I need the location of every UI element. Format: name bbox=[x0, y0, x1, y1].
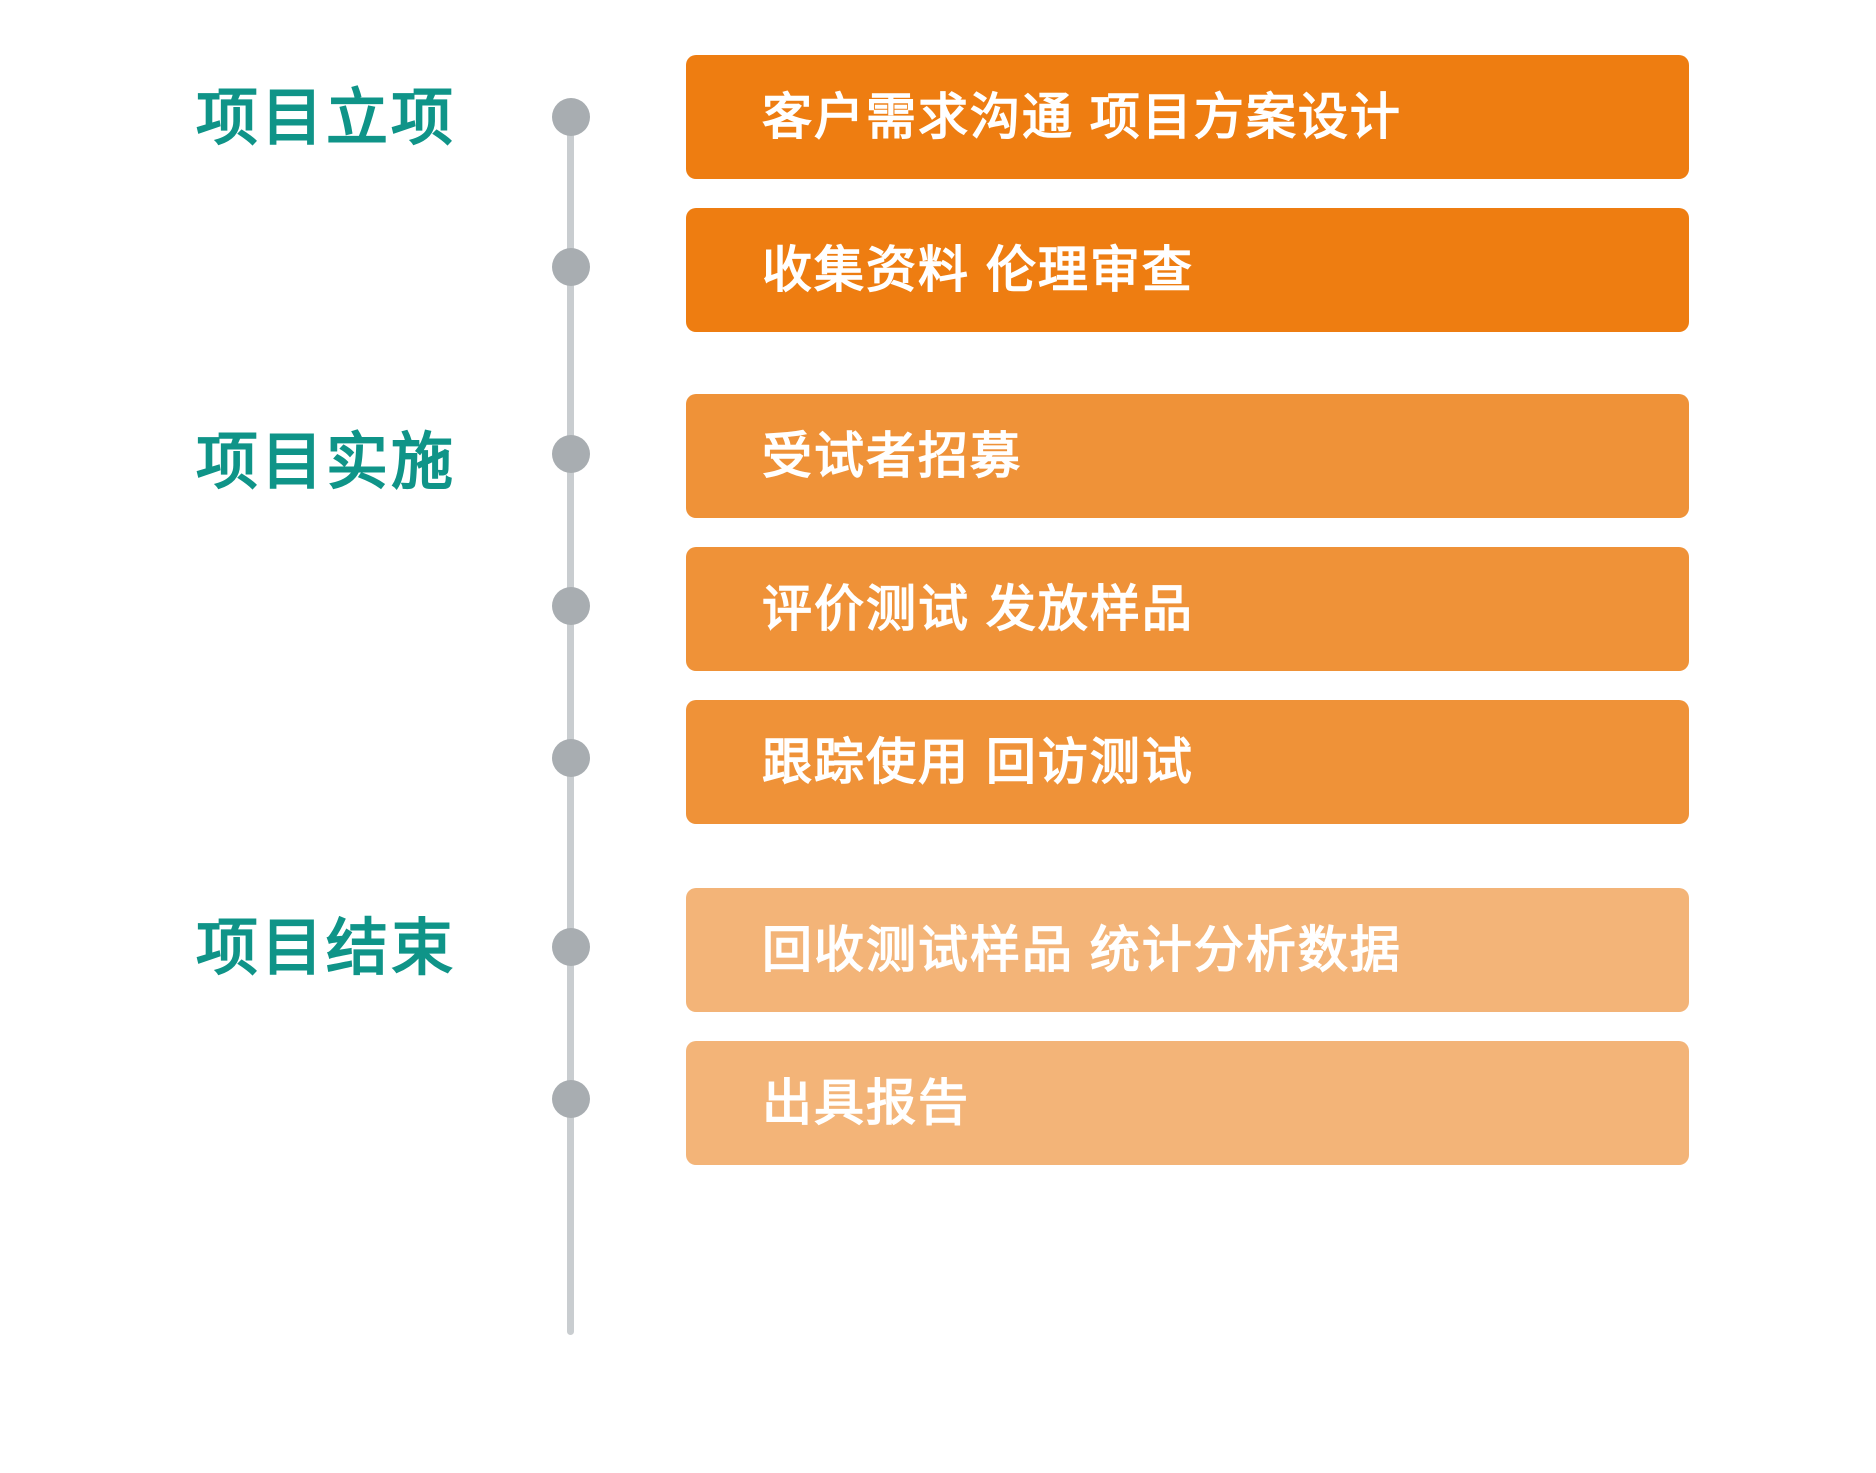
step-bar[interactable]: 回收测试样品 统计分析数据 bbox=[686, 888, 1689, 1012]
stage-label-3: 项目结束 bbox=[196, 914, 457, 983]
step-label: 跟踪使用 回访测试 bbox=[762, 734, 1194, 790]
timeline-node-dot bbox=[552, 435, 590, 473]
step-label: 出具报告 bbox=[762, 1075, 970, 1131]
step-bar[interactable]: 出具报告 bbox=[686, 1041, 1689, 1165]
step-bar[interactable]: 跟踪使用 回访测试 bbox=[686, 700, 1689, 824]
timeline-node-dot bbox=[552, 248, 590, 286]
stage-label-1: 项目立项 bbox=[196, 84, 457, 153]
step-label: 回收测试样品 统计分析数据 bbox=[762, 922, 1402, 978]
step-bar[interactable]: 收集资料 伦理审查 bbox=[686, 208, 1689, 332]
step-bar[interactable]: 受试者招募 bbox=[686, 394, 1689, 518]
timeline-node-dot bbox=[552, 587, 590, 625]
timeline-node-dot bbox=[552, 928, 590, 966]
step-label: 受试者招募 bbox=[762, 428, 1022, 484]
step-label: 客户需求沟通 项目方案设计 bbox=[762, 89, 1402, 145]
step-bar[interactable]: 评价测试 发放样品 bbox=[686, 547, 1689, 671]
stage-label-2: 项目实施 bbox=[196, 428, 457, 497]
timeline-rail bbox=[567, 110, 574, 1335]
step-label: 收集资料 伦理审查 bbox=[762, 242, 1194, 298]
step-bar[interactable]: 客户需求沟通 项目方案设计 bbox=[686, 55, 1689, 179]
step-label: 评价测试 发放样品 bbox=[762, 581, 1194, 637]
timeline-node-dot bbox=[552, 739, 590, 777]
timeline-node-dot bbox=[552, 98, 590, 136]
timeline-node-dot bbox=[552, 1080, 590, 1118]
